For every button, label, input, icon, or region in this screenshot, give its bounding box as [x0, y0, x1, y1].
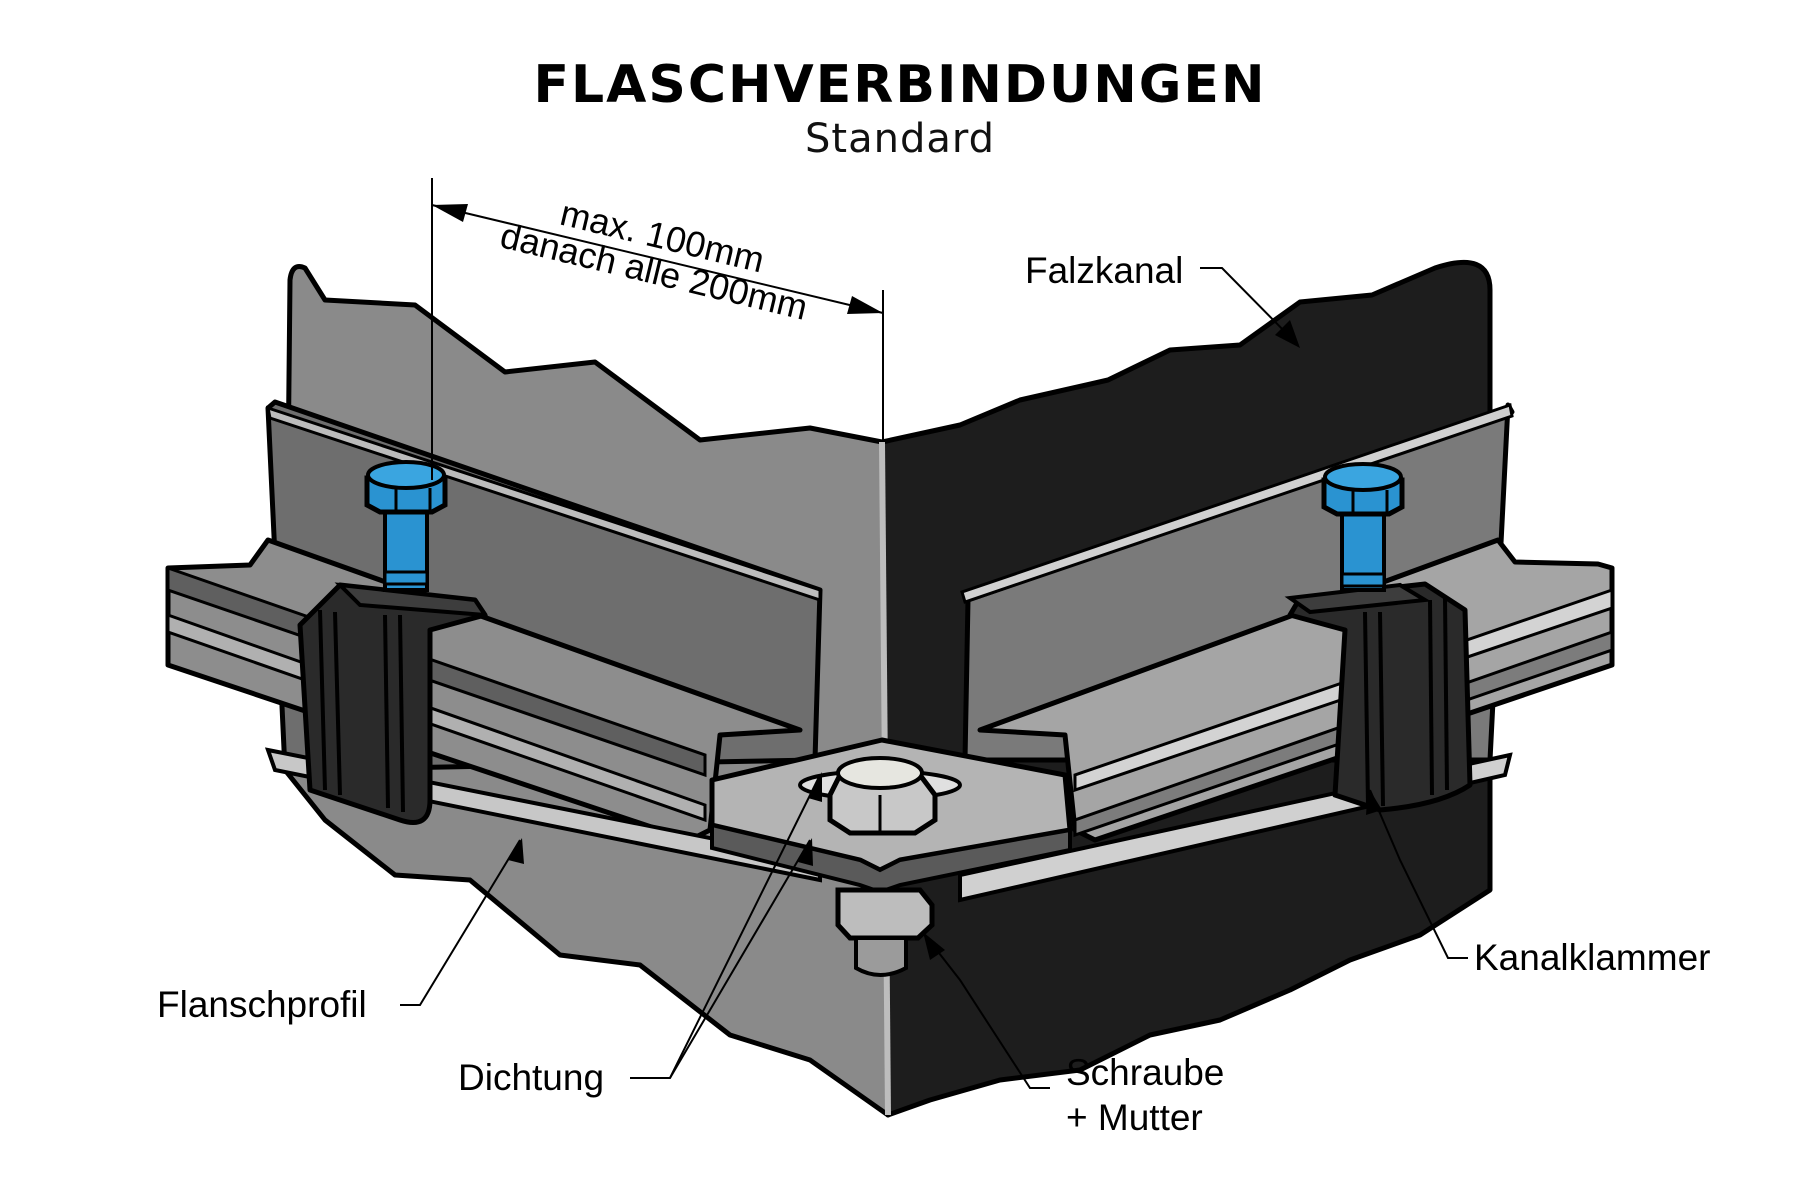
label-schraube: Schraube — [1066, 1052, 1224, 1093]
corner-bolt — [798, 756, 962, 977]
diagram-title: FLASCHVERBINDUNGEN — [533, 55, 1267, 115]
label-kanalklammer: Kanalklammer — [1474, 937, 1710, 978]
diagram-subtitle: Standard — [805, 116, 995, 162]
leader-lines — [400, 267, 1468, 1089]
label-dichtung: Dichtung — [458, 1057, 604, 1098]
right-blue-bolt — [1321, 462, 1405, 592]
leader-arrowheads — [508, 320, 1382, 960]
left-channel-clamp — [297, 582, 489, 825]
corner-nut — [835, 887, 935, 941]
label-flanschprofil: Flanschprofil — [157, 984, 367, 1025]
right-channel-clamp — [1284, 581, 1473, 813]
label-mutter: + Mutter — [1066, 1097, 1203, 1138]
left-blue-bolt — [364, 460, 448, 592]
label-falzkanal: Falzkanal — [1025, 250, 1183, 291]
